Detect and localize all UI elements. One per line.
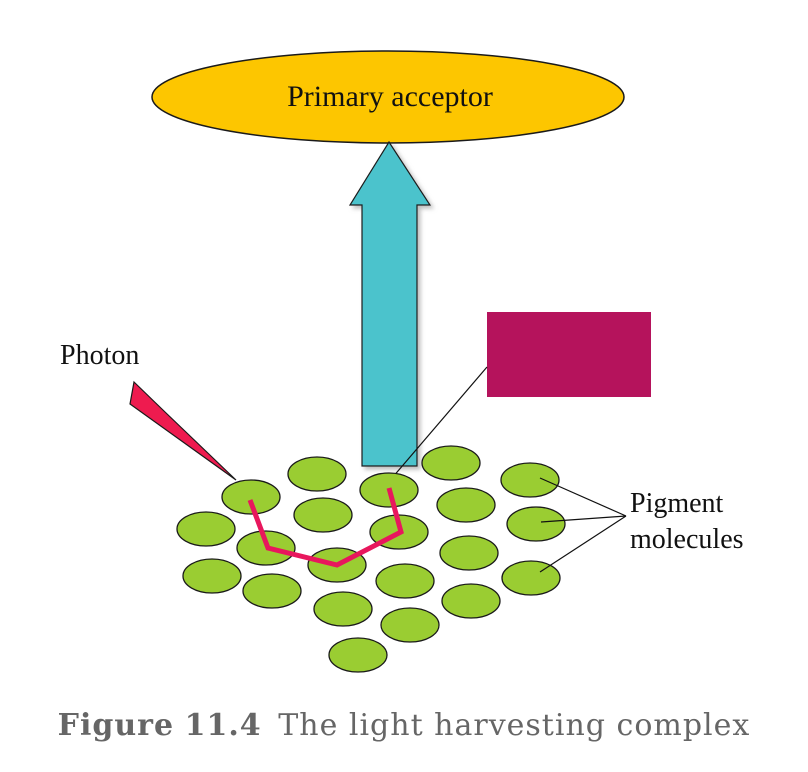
pigment-molecule: [221, 479, 281, 515]
figure-number: 11.4: [184, 708, 262, 743]
pigment-molecule: [293, 497, 353, 533]
figure-caption: Figure 11.4 The light harvesting complex: [0, 708, 808, 743]
energy-transfer-arrow: [348, 140, 432, 467]
pigment-label-line2: molecules: [630, 524, 744, 555]
pigment-molecule: [421, 445, 481, 481]
pigment-molecule: [506, 506, 566, 542]
pigment-molecule: [436, 487, 496, 523]
reaction-center-pointer: [391, 366, 488, 479]
energy-path: [247, 487, 404, 568]
primary-acceptor: Primary acceptor: [151, 50, 625, 144]
pigment-molecules: [176, 445, 566, 673]
reaction-center-box: [487, 312, 651, 397]
pigment-molecule: [242, 573, 302, 609]
pigment-molecule: [439, 535, 499, 571]
pigment-molecule: [287, 456, 347, 492]
pigment-molecule: [328, 637, 388, 673]
photon-label: Photon: [60, 340, 139, 371]
pigment-molecule: [380, 607, 440, 643]
pigment-molecule: [441, 583, 501, 619]
pigment-molecule: [182, 558, 242, 594]
pigment-molecule: [501, 560, 561, 596]
pigment-molecule: [313, 591, 373, 627]
figure-caption-text: The light harvesting complex: [278, 708, 751, 743]
primary-acceptor-label: Primary acceptor: [287, 80, 493, 113]
pigment-pointers: [539, 477, 627, 573]
pigment-molecule: [375, 563, 435, 599]
figure-word: Figure: [57, 708, 175, 743]
photon-wedge: [129, 380, 237, 481]
pigment-molecule: [500, 462, 560, 498]
pigment-molecule: [176, 511, 236, 547]
pigment-label-line1: Pigment: [630, 488, 724, 519]
